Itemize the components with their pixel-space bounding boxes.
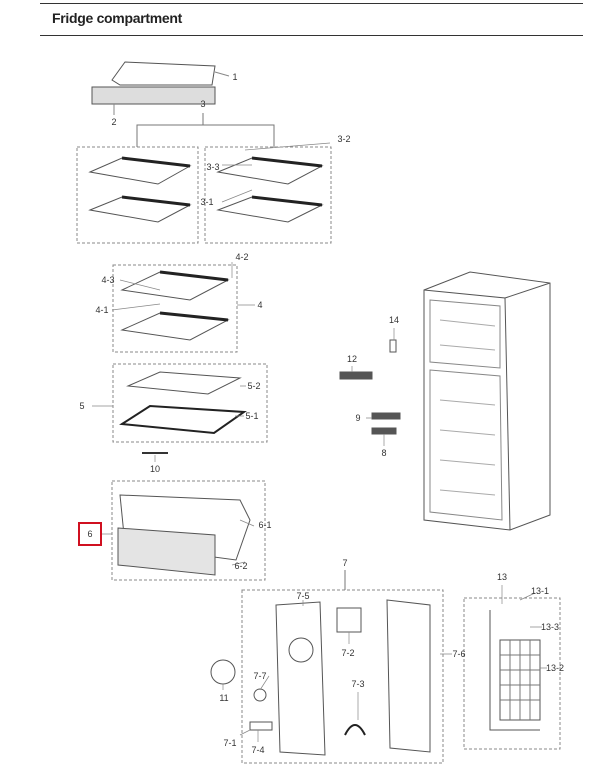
fan-motor-7-2 <box>336 607 362 633</box>
crisper-group-6 <box>111 480 266 581</box>
callout-7: 7 <box>342 558 348 568</box>
callout-7-7: 7-7 <box>253 671 267 681</box>
shelf-group-4 <box>112 264 238 353</box>
callout-2: 2 <box>111 117 117 127</box>
callout-7-4: 7-4 <box>251 745 265 755</box>
frame-5-1 <box>119 404 247 435</box>
callout-10: 10 <box>149 464 161 474</box>
shelf-group-right <box>204 146 332 244</box>
part-12 <box>339 371 373 380</box>
callout-1: 1 <box>232 72 238 82</box>
callout-7-3: 7-3 <box>351 679 365 689</box>
duct-cover-7-5 <box>275 601 326 756</box>
group-boxes <box>76 146 561 764</box>
title-underline <box>40 35 583 36</box>
callout-4: 4 <box>257 300 263 310</box>
fan-grille <box>288 637 314 663</box>
callout-13-3: 13-3 <box>540 622 560 632</box>
cover-5-2 <box>126 371 242 395</box>
tray-part-1 <box>111 61 216 86</box>
part-9 <box>371 412 401 420</box>
callout-4-2: 4-2 <box>235 252 249 262</box>
page-title: Fridge compartment <box>52 10 182 26</box>
callout-5-2: 5-2 <box>247 381 261 391</box>
callout-13-2: 13-2 <box>545 663 565 673</box>
callout-13: 13 <box>496 572 508 582</box>
shelf-group-left <box>76 146 199 244</box>
part-11 <box>210 659 236 685</box>
part-14 <box>389 339 397 353</box>
callout-4-3: 4-3 <box>101 275 115 285</box>
refrigerator-body <box>423 271 551 531</box>
duct-7-6 <box>386 599 431 753</box>
callout-4-1: 4-1 <box>95 305 109 315</box>
callout-5-1: 5-1 <box>245 411 259 421</box>
callout-6[interactable]: 6 <box>87 529 93 539</box>
harness-7-3 <box>344 724 366 736</box>
evaporator-13 <box>489 610 541 731</box>
callout-6-2: 6-2 <box>234 561 248 571</box>
callout-14: 14 <box>388 315 400 325</box>
callout-6-1: 6-1 <box>258 520 272 530</box>
part-7-4 <box>249 721 273 731</box>
crisper-front-6-2 <box>117 527 216 576</box>
callout-5: 5 <box>79 401 85 411</box>
callout-7-5: 7-5 <box>296 591 310 601</box>
highlighted-part-6-box <box>78 522 102 546</box>
callout-11: 11 <box>219 693 229 703</box>
callout-7-6: 7-6 <box>452 649 466 659</box>
callout-12: 12 <box>346 354 358 364</box>
part-8 <box>371 427 397 435</box>
callout-3-1: 3-1 <box>200 197 214 207</box>
evaporator-group-13 <box>463 597 561 750</box>
callout-8: 8 <box>381 448 387 458</box>
part-7-7 <box>253 688 267 702</box>
callout-7-2: 7-2 <box>341 648 355 658</box>
callout-3-2: 3-2 <box>337 134 351 144</box>
callout-13-1: 13-1 <box>530 586 550 596</box>
tray-front-part-2 <box>91 86 216 105</box>
glass-shelves <box>88 156 324 454</box>
duct-group-7 <box>241 589 444 764</box>
top-rule <box>40 3 583 4</box>
callout-3-3: 3-3 <box>206 162 220 172</box>
cover-group-5 <box>112 363 268 443</box>
callout-7-1: 7-1 <box>223 738 237 748</box>
callout-9: 9 <box>355 413 361 423</box>
callout-3: 3 <box>200 99 206 109</box>
